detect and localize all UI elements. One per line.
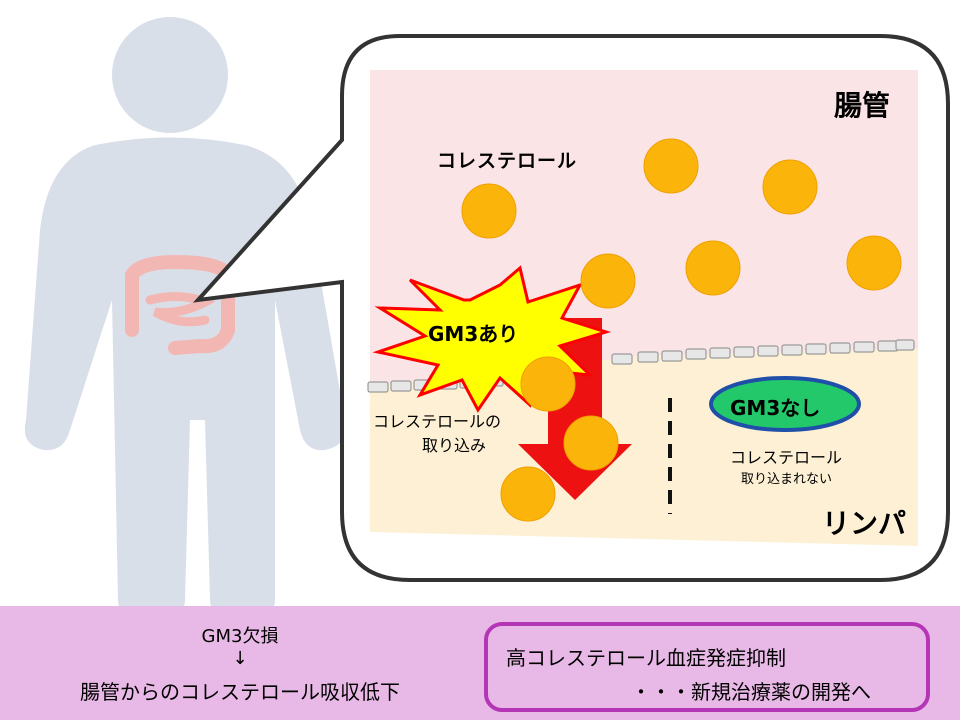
- cholesterol-label: コレステロール: [437, 150, 578, 172]
- cholesterol-particle: [563, 415, 619, 471]
- deficiency-text: GM3欠損: [201, 626, 279, 647]
- intestine-label: 腸管: [834, 89, 891, 122]
- conclusion-line2: ・・・新規治療薬の開発へ: [631, 680, 871, 704]
- cholesterol-particle: [520, 356, 576, 412]
- conclusion-line1: 高コレステロール血症発症抑制: [506, 646, 786, 670]
- no-uptake-label-line2: 取り込まれない: [741, 472, 833, 487]
- gm3-present-label: GM3あり: [428, 322, 519, 346]
- gm3-absent-ellipse: [709, 376, 861, 432]
- cholesterol-particle: [762, 159, 818, 215]
- cholesterol-particle: [643, 138, 699, 194]
- cholesterol-particle: [685, 240, 741, 296]
- uptake-label-line1: コレステロールの: [373, 412, 502, 431]
- result-text: 腸管からのコレステロール吸収低下: [80, 680, 400, 704]
- down-arrow: ↓: [232, 648, 248, 669]
- cholesterol-particle: [500, 466, 556, 522]
- conclusion-box: [484, 622, 930, 712]
- lymph-label: リンパ: [822, 507, 907, 540]
- cholesterol-particle: [846, 235, 902, 291]
- cholesterol-particle: [461, 183, 517, 239]
- gm3-absent-label: GM3なし: [730, 396, 821, 420]
- gm3-present-burst: [372, 265, 612, 413]
- no-uptake-label-line1: コレステロール: [730, 448, 843, 467]
- cholesterol-particle: [580, 253, 636, 309]
- cholesterol-particles: [461, 138, 902, 522]
- intestine-icon: [125, 254, 235, 355]
- uptake-label-line2: 取り込み: [422, 436, 487, 455]
